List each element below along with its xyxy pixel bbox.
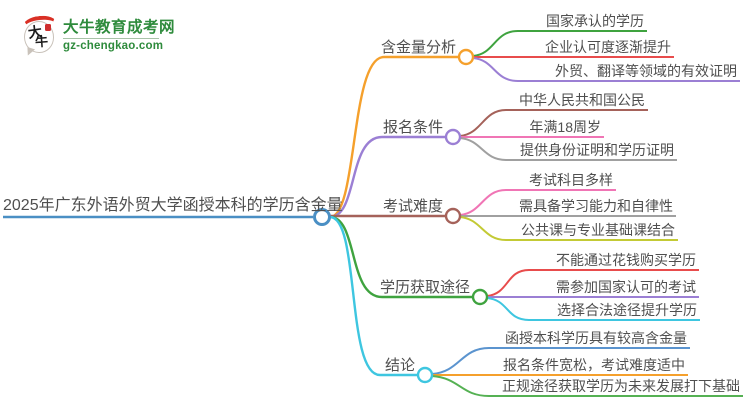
leaf-item: 考试科目多样 bbox=[529, 172, 613, 188]
central-node-circle bbox=[313, 208, 331, 226]
child-line bbox=[459, 109, 648, 137]
logo-char-2: 牛 bbox=[34, 33, 49, 50]
logo-text-block: 大牛教育成考网 gz-chengkao.com bbox=[63, 16, 175, 52]
branch-node-circle bbox=[471, 288, 489, 306]
branch-line bbox=[329, 215, 473, 299]
branch-node-circle bbox=[416, 366, 434, 384]
leaf-item: 国家承认的学历 bbox=[546, 13, 644, 29]
child-line bbox=[459, 216, 678, 241]
branch-label-xueli-huoqu-tujing: 学历获取途径 bbox=[379, 279, 470, 296]
leaf-item: 正规途径获取学历为未来发展打下基础 bbox=[502, 378, 740, 394]
leaf-item: 公共课与专业基础课结合 bbox=[521, 222, 675, 238]
branch-node-circle bbox=[444, 128, 462, 146]
child-line bbox=[486, 269, 699, 297]
leaf-item: 函授本科学历具有较高含金量 bbox=[505, 330, 687, 346]
branch-label-baoming-tiaojian: 报名条件 bbox=[382, 119, 443, 136]
branch-line bbox=[329, 215, 418, 377]
leaf-item: 年满18周岁 bbox=[529, 119, 601, 135]
leaf-item: 报名条件宽松，考试难度适中 bbox=[503, 357, 685, 373]
leaf-item: 外贸、翻译等领域的有效证明 bbox=[555, 63, 737, 79]
leaf-item: 选择合法途径提升学历 bbox=[557, 302, 697, 318]
branch-node-circle bbox=[457, 48, 475, 66]
logo-speech-bubble: 大 牛 bbox=[24, 21, 54, 53]
branch-line bbox=[329, 55, 459, 219]
child-line bbox=[472, 30, 647, 57]
leaf-item: 企业认可度逐渐提升 bbox=[545, 39, 671, 55]
site-title: 大牛教育成考网 bbox=[63, 19, 176, 36]
child-line bbox=[431, 375, 743, 397]
logo-divider bbox=[63, 38, 159, 40]
central-topic: 2025年广东外语外贸大学函授本科的学历含金量 bbox=[3, 197, 343, 214]
branch-node-circle bbox=[444, 207, 462, 225]
leaf-item: 需参加国家认可的考试 bbox=[556, 279, 696, 295]
branch-label-hanjinliang-fenxi: 含金量分析 bbox=[380, 39, 456, 56]
branch-label-kaoshi-nandu: 考试难度 bbox=[382, 198, 443, 215]
branch-label-jielun: 结论 bbox=[384, 357, 415, 374]
leaf-item: 不能通过花钱购买学历 bbox=[556, 252, 696, 268]
branch-line bbox=[329, 135, 446, 219]
leaf-item: 需具备学习能力和自律性 bbox=[519, 198, 673, 214]
child-line bbox=[486, 297, 700, 321]
leaf-item: 中华人民共和国公民 bbox=[519, 92, 645, 108]
logo-bubble-tail bbox=[24, 46, 36, 58]
child-line bbox=[472, 57, 740, 82]
site-url: gz-chengkao.com bbox=[63, 40, 164, 53]
site-logo: 大 牛 大牛教育成考网 gz-chengkao.com bbox=[22, 14, 175, 58]
logo-red-seal bbox=[45, 24, 51, 31]
daniu-logo-icon: 大 牛 bbox=[22, 14, 58, 58]
child-line bbox=[459, 137, 677, 161]
child-line bbox=[431, 347, 690, 375]
leaf-item: 提供身份证明和学历证明 bbox=[520, 142, 674, 158]
child-line bbox=[459, 189, 616, 216]
